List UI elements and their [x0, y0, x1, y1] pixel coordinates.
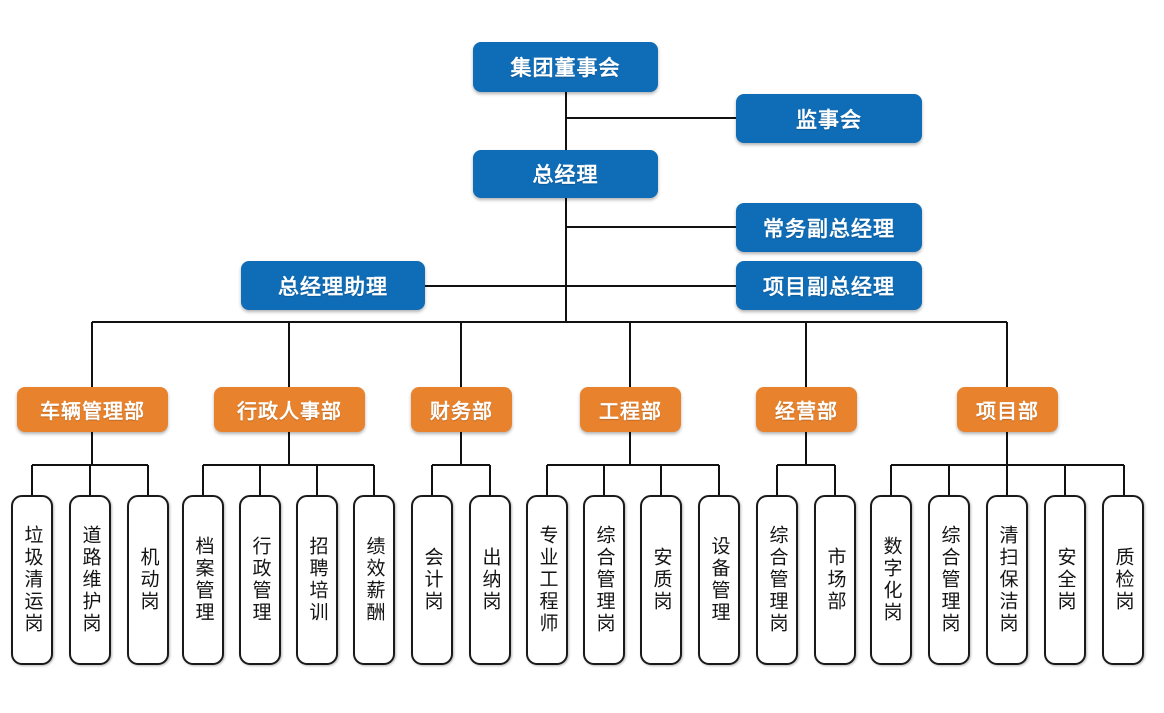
node-position-equipment-management[interactable]: 设备管理: [698, 495, 740, 665]
node-project-deputy-gm-label: 项目副总经理: [763, 275, 895, 299]
node-position-admin-management[interactable]: 行政管理: [239, 495, 281, 665]
node-department-label: 经营部: [775, 401, 838, 423]
node-department-finance[interactable]: 财务部: [411, 387, 512, 432]
node-position-label: 会计岗: [421, 547, 443, 613]
node-position-recruitment-training[interactable]: 招聘培训: [296, 495, 338, 665]
node-project-deputy-gm[interactable]: 项目副总经理: [736, 261, 922, 310]
node-department-project[interactable]: 项目部: [957, 387, 1058, 432]
node-position-operations-general-management[interactable]: 综合管理岗: [756, 495, 798, 665]
node-department-vehicle-management[interactable]: 车辆管理部: [17, 387, 168, 432]
node-position-safety[interactable]: 安全岗: [1044, 495, 1086, 665]
node-position-label: 综合管理岗: [938, 525, 960, 635]
node-position-cleaning-sanitation[interactable]: 清扫保洁岗: [986, 495, 1028, 665]
node-position-label: 清扫保洁岗: [996, 525, 1018, 635]
node-position-waste-transport[interactable]: 垃圾清运岗: [11, 495, 53, 665]
node-position-project-general-management[interactable]: 综合管理岗: [928, 495, 970, 665]
node-position-digitalization[interactable]: 数字化岗: [870, 495, 912, 665]
node-position-professional-engineer[interactable]: 专业工程师: [526, 495, 568, 665]
node-supervisory-board-label: 监事会: [796, 108, 862, 132]
node-position-label: 行政管理: [249, 536, 271, 624]
node-position-safety-quality[interactable]: 安质岗: [640, 495, 682, 665]
node-board-label: 集团董事会: [510, 57, 621, 80]
node-supervisory-board[interactable]: 监事会: [736, 94, 922, 143]
node-department-label: 车辆管理部: [40, 401, 145, 423]
node-gm-assistant-label: 总经理助理: [278, 275, 388, 299]
node-position-engineering-general-management[interactable]: 综合管理岗: [583, 495, 625, 665]
node-department-operations[interactable]: 经营部: [756, 387, 857, 432]
node-position-marketing[interactable]: 市场部: [814, 495, 856, 665]
node-general-manager-label: 总经理: [532, 164, 599, 187]
node-department-label: 财务部: [430, 401, 493, 423]
node-department-label: 行政人事部: [237, 401, 342, 423]
node-position-cashier[interactable]: 出纳岗: [469, 495, 511, 665]
node-board[interactable]: 集团董事会: [473, 42, 658, 92]
node-department-label: 工程部: [599, 401, 662, 423]
node-position-label: 安质岗: [650, 547, 672, 613]
node-position-archive-management[interactable]: 档案管理: [182, 495, 224, 665]
node-position-label: 数字化岗: [880, 536, 902, 624]
node-position-label: 安全岗: [1054, 547, 1076, 613]
node-department-label: 项目部: [976, 401, 1039, 423]
node-general-manager[interactable]: 总经理: [473, 150, 658, 198]
node-gm-assistant[interactable]: 总经理助理: [241, 261, 425, 310]
node-position-label: 档案管理: [192, 536, 214, 624]
node-position-label: 质检岗: [1112, 547, 1134, 613]
node-position-performance-compensation[interactable]: 绩效薪酬: [353, 495, 395, 665]
node-position-label: 机动岗: [137, 547, 159, 613]
node-position-label: 道路维护岗: [79, 525, 101, 635]
node-position-label: 综合管理岗: [593, 525, 615, 635]
node-executive-deputy-gm[interactable]: 常务副总经理: [736, 203, 922, 252]
node-department-engineering[interactable]: 工程部: [580, 387, 681, 432]
node-position-mobile-duty[interactable]: 机动岗: [127, 495, 169, 665]
node-position-label: 设备管理: [708, 536, 730, 624]
node-position-label: 综合管理岗: [766, 525, 788, 635]
node-position-label: 绩效薪酬: [363, 536, 385, 624]
node-position-label: 市场部: [824, 547, 846, 613]
node-position-label: 专业工程师: [536, 525, 558, 635]
node-position-label: 出纳岗: [479, 547, 501, 613]
node-position-label: 垃圾清运岗: [21, 525, 43, 635]
node-position-quality-inspection[interactable]: 质检岗: [1102, 495, 1144, 665]
node-position-label: 招聘培训: [306, 536, 328, 624]
node-department-admin-hr[interactable]: 行政人事部: [214, 387, 365, 432]
node-position-accounting[interactable]: 会计岗: [411, 495, 453, 665]
node-position-road-maintenance[interactable]: 道路维护岗: [69, 495, 111, 665]
node-executive-deputy-gm-label: 常务副总经理: [763, 217, 895, 241]
